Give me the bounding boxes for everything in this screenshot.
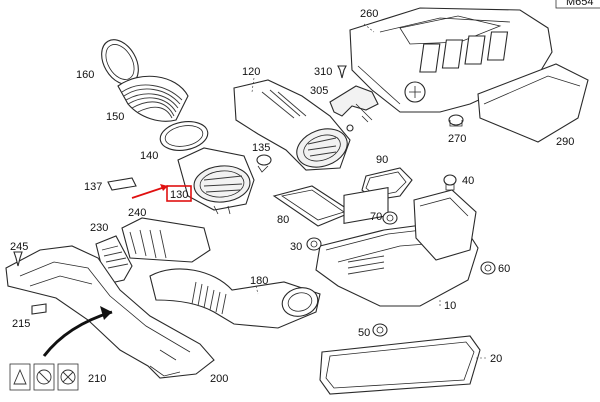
ring-clamp-140[interactable] bbox=[158, 118, 210, 154]
label-160: 160 bbox=[76, 69, 94, 81]
clamp-135[interactable] bbox=[256, 154, 272, 173]
label-245: 245 bbox=[10, 241, 28, 253]
highlighted-part-label[interactable]: 130 bbox=[166, 185, 192, 202]
label-290: 290 bbox=[556, 136, 574, 148]
cover-pad[interactable] bbox=[477, 63, 589, 143]
bellows-hose-150[interactable] bbox=[117, 75, 189, 122]
label-210: 210 bbox=[88, 373, 106, 385]
grommet-30[interactable] bbox=[306, 237, 322, 251]
pad-215[interactable] bbox=[31, 303, 47, 315]
clean-air-hose-180[interactable] bbox=[149, 268, 321, 329]
assembly-arrow bbox=[42, 306, 113, 357]
highlight-arrow bbox=[131, 184, 169, 199]
grommet-70[interactable] bbox=[382, 211, 398, 225]
label-90: 90 bbox=[376, 154, 388, 166]
screw-310[interactable] bbox=[337, 65, 347, 79]
label-240: 240 bbox=[128, 207, 146, 219]
label-10: 10 bbox=[444, 300, 456, 312]
label-200: 200 bbox=[210, 373, 228, 385]
label-120: 120 bbox=[242, 66, 260, 78]
label-70: 70 bbox=[370, 211, 382, 223]
label-40: 40 bbox=[462, 175, 474, 187]
hazard-symbols-210 bbox=[9, 363, 79, 391]
ring-clamp-160[interactable] bbox=[94, 33, 146, 91]
filter-housing-130[interactable] bbox=[177, 147, 255, 215]
intake-duct-120[interactable] bbox=[233, 79, 353, 174]
label-60: 60 bbox=[498, 263, 510, 275]
filter-housing-10[interactable] bbox=[315, 186, 479, 307]
grommet-40[interactable] bbox=[443, 174, 457, 191]
label-215: 215 bbox=[12, 318, 30, 330]
grommet-270[interactable] bbox=[448, 114, 464, 127]
duct-240[interactable] bbox=[121, 217, 211, 263]
ref-code-box: M654 bbox=[555, 0, 600, 9]
label-30: 30 bbox=[290, 241, 302, 253]
label-180: 180 bbox=[250, 275, 268, 287]
label-20: 20 bbox=[490, 353, 502, 365]
label-270: 270 bbox=[448, 133, 466, 145]
grommet-60[interactable] bbox=[480, 261, 496, 275]
label-260: 260 bbox=[360, 8, 378, 20]
clip-245[interactable] bbox=[13, 251, 23, 267]
label-305: 305 bbox=[310, 85, 328, 97]
gasket-137[interactable] bbox=[107, 177, 137, 191]
label-137: 137 bbox=[84, 181, 102, 193]
highlight-box bbox=[166, 185, 192, 202]
label-50: 50 bbox=[358, 327, 370, 339]
grommet-50[interactable] bbox=[372, 323, 388, 337]
label-135: 135 bbox=[252, 142, 270, 154]
label-130: 130 bbox=[170, 189, 188, 201]
bracket-305[interactable] bbox=[329, 85, 379, 132]
filter-element-20[interactable] bbox=[319, 335, 481, 395]
label-80: 80 bbox=[277, 214, 289, 226]
label-140: 140 bbox=[140, 150, 158, 162]
label-230: 230 bbox=[90, 222, 108, 234]
label-150: 150 bbox=[106, 111, 124, 123]
ref-code: M654 bbox=[566, 0, 594, 8]
label-310: 310 bbox=[314, 66, 332, 78]
